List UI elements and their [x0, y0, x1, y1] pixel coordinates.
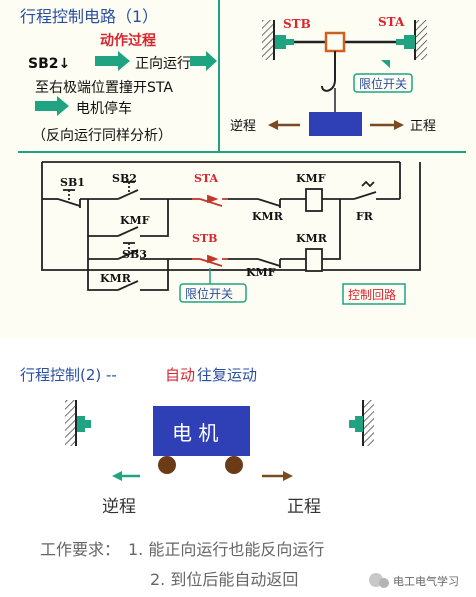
action-heading: 动作过程	[100, 32, 156, 49]
kmr-holding-label: KMR	[100, 272, 132, 285]
sta-switch-icon	[396, 35, 415, 49]
mech-forward-arrow-icon	[370, 120, 404, 130]
lower-reverse-label: 逆程	[102, 497, 136, 517]
sb2-pushbutton-icon	[117, 181, 139, 200]
kmr-interlock-label: KMR	[252, 210, 284, 223]
lower-right-wall	[362, 400, 374, 446]
mech-reverse-arrow-icon	[268, 120, 300, 130]
step1-next-arrow-icon	[190, 51, 217, 71]
control-loop-box	[342, 283, 406, 305]
upper-title: 行程控制电路（1）	[20, 7, 158, 26]
step3-text: 电机停车	[76, 100, 132, 117]
step2-text: 至右极端位置撞开STA	[35, 80, 173, 96]
requirement-1: 1. 能正向运行也能反向运行	[128, 540, 324, 559]
mech-limit-label: 限位开关	[359, 76, 407, 91]
requirement-2: 2. 到位后能自动返回	[150, 570, 298, 589]
lower-reverse-arrow-icon	[112, 471, 140, 481]
lower-right-switch-icon	[349, 416, 363, 432]
left-wheel	[158, 456, 176, 474]
kmr-interlock-contact-icon	[257, 198, 281, 208]
kmr-holding-contact-icon	[117, 280, 139, 291]
sb2-label: SB2	[112, 172, 137, 185]
lower-title-suffix: 往复运动	[197, 366, 257, 384]
kmf-coil	[305, 188, 323, 212]
upper-panel	[0, 0, 476, 338]
lower-forward-label: 正程	[287, 497, 321, 517]
kmf-holding-contact-icon	[117, 226, 139, 237]
mech-stb-label: STB	[283, 17, 311, 31]
kmf-coil-label: KMF	[296, 172, 326, 185]
sb1-pushbutton-icon	[57, 189, 81, 208]
fr-label: FR	[356, 210, 374, 223]
kmf-holding-label: KMF	[120, 214, 150, 227]
sb3-pushbutton-icon	[117, 242, 139, 260]
circuit-limit-label: 限位开关	[185, 286, 233, 301]
control-loop-label: 控制回路	[348, 287, 396, 302]
mech-reverse-label: 逆程	[230, 118, 256, 134]
sta-limit-contact-icon	[192, 194, 228, 207]
sb3-label: SB3	[122, 248, 147, 261]
mech-forward-label: 正程	[410, 119, 436, 134]
circuit-limit-box	[179, 283, 247, 303]
left-wall	[262, 20, 275, 60]
lower-title-prefix: 行程控制(2) --	[20, 366, 117, 384]
lower-motor-label: 电 机	[172, 421, 218, 445]
circuit-stb-label: STB	[192, 232, 217, 245]
limit-pointer-icon	[381, 60, 390, 68]
lower-left-switch-icon	[77, 416, 91, 432]
sb1-label: SB1	[60, 176, 85, 189]
kmf-interlock-contact-icon	[257, 258, 281, 268]
watermark-logo-icon	[369, 573, 389, 588]
kmr-coil-label: KMR	[296, 232, 328, 245]
step3-arrow-icon	[35, 96, 69, 116]
lower-motor-block	[153, 406, 250, 456]
kmf-interlock-label: KMF	[246, 266, 276, 279]
step1-result: 正向运行	[135, 56, 191, 72]
lower-left-wall	[65, 400, 77, 446]
right-wheel	[225, 456, 243, 474]
mech-motor-block	[309, 112, 362, 136]
watermark-text: 电工电气学习	[393, 574, 459, 588]
mech-limit-box	[353, 73, 413, 93]
fr-thermal-relay-icon	[353, 180, 377, 200]
step1-key: SB2↓	[28, 56, 70, 72]
kmr-coil	[305, 248, 323, 272]
circuit-sta-label: STA	[194, 172, 219, 185]
hook-icon	[321, 79, 336, 92]
stb-switch-icon	[275, 35, 294, 49]
lower-title-auto: 自动	[165, 366, 195, 384]
right-wall	[414, 20, 427, 60]
circuit-wires	[41, 162, 421, 291]
lower-forward-arrow-icon	[262, 471, 293, 481]
step1-arrow-icon	[95, 51, 130, 71]
requirement-label: 工作要求：	[40, 540, 120, 559]
mech-sta-label: STA	[378, 15, 405, 29]
stb-limit-contact-icon	[192, 254, 228, 267]
trolley-block	[324, 31, 346, 53]
note-text: （反向运行同样分析）	[32, 128, 172, 144]
